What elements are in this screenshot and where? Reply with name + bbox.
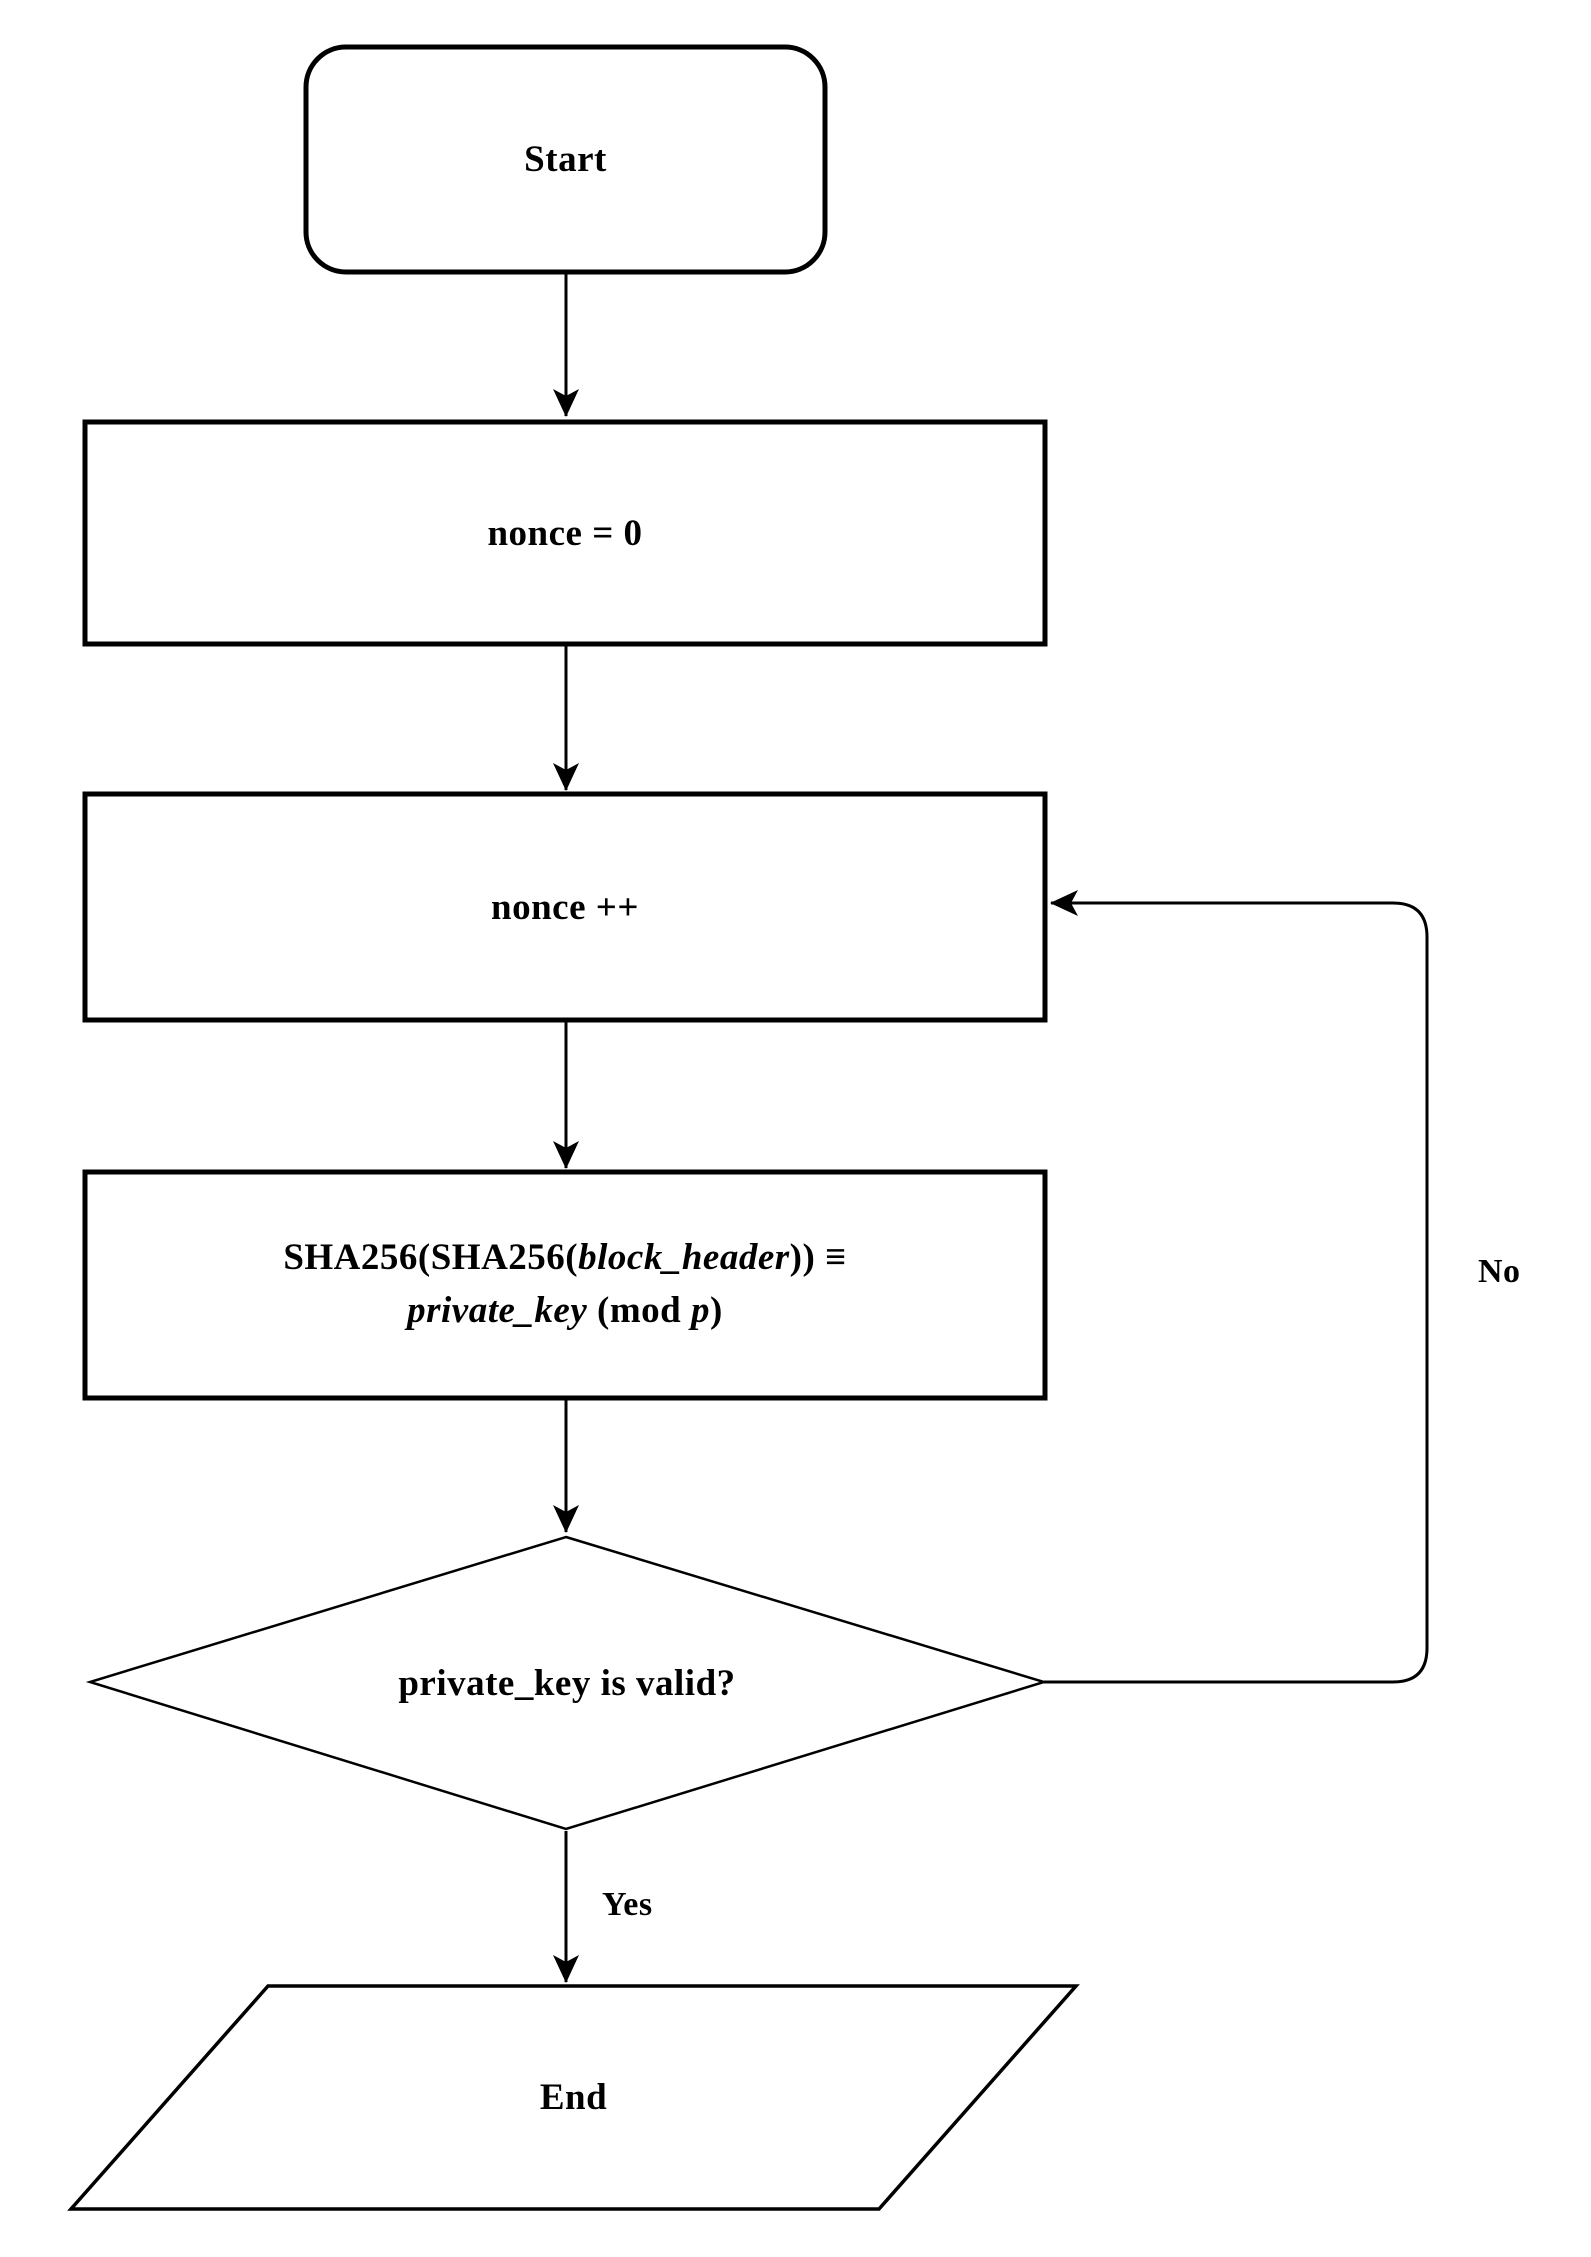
increment-nonce-node-shape [82,791,1048,1023]
init-nonce-node-shape [82,419,1048,647]
arrow-decision-no-loop [1044,890,1429,1684]
hash-check-node-shape [82,1169,1048,1401]
end-node-shape [67,1984,1080,2211]
decision-node-shape [85,1535,1049,1831]
start-node-shape [303,44,828,275]
